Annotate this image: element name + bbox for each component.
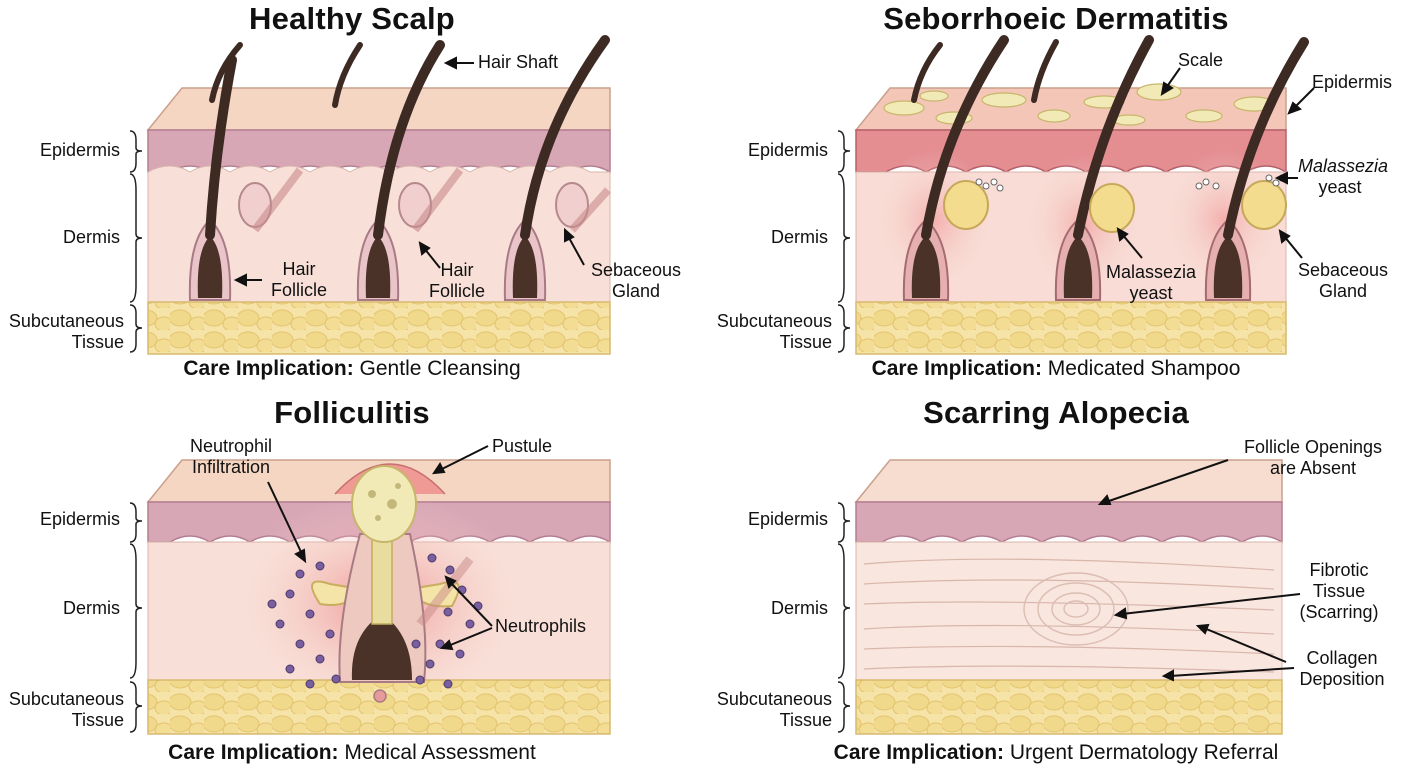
care-implication-text: Medicated Shampoo <box>1047 357 1241 380</box>
layer-label-subcutaneous-line1: Subcutaneous <box>716 689 832 709</box>
layer-label-subcutaneous: Subcutaneous Tissue <box>0 311 124 353</box>
label-sebaceous-gland-line2: Gland <box>611 281 661 301</box>
layer-label-dermis: Dermis <box>771 598 828 618</box>
care-implication: Care Implication: Gentle Cleansing <box>0 356 704 382</box>
label-malassezia-right-line1: Malassezia <box>1298 156 1389 176</box>
label-neutrophil-infiltration: Neutrophil Infiltration <box>176 436 286 478</box>
panel-title: Healthy Scalp <box>249 1 455 36</box>
layer-label-subcutaneous-line2: Tissue <box>71 710 124 730</box>
care-implication: Care Implication: Urgent Dermatology Ref… <box>704 740 1408 766</box>
folliculitis-illustration <box>129 445 611 735</box>
label-fibrotic-tissue-line2: Tissue <box>1312 581 1366 601</box>
layer-label-epidermis: Epidermis <box>747 509 828 529</box>
label-sebaceous-gland-line1: Sebaceous <box>590 260 682 280</box>
label-collagen-deposition: Collagen Deposition <box>1292 648 1392 690</box>
label-neutrophils: Neutrophils <box>495 616 587 636</box>
label-malassezia-mid: Malassezia yeast <box>1106 262 1196 304</box>
label-hair-shaft: Hair Shaft <box>478 52 559 72</box>
care-implication-text: Gentle Cleansing <box>359 357 521 380</box>
label-hair-follicle-2-line2: Follicle <box>428 281 485 301</box>
label-fibrotic-tissue-line3: (Scarring) <box>1299 602 1379 622</box>
follicle-1 <box>188 55 304 301</box>
label-malassezia-mid-line1: Malassezia <box>1106 262 1197 282</box>
label-scale: Scale <box>1178 50 1224 70</box>
label-follicle-openings-absent: Follicle Openings are Absent <box>1230 437 1396 479</box>
follicle-3 <box>503 35 611 301</box>
label-fibrotic-tissue-line1: Fibrotic <box>1309 560 1369 580</box>
layer-label-epidermis: Epidermis <box>39 509 120 529</box>
label-collagen-deposition-line1: Collagen <box>1306 648 1378 668</box>
label-hair-follicle-1: Hair Follicle <box>264 259 334 301</box>
layer-label-dermis: Dermis <box>771 227 828 247</box>
layer-label-subcutaneous: Subcutaneous Tissue <box>708 689 832 731</box>
follicle-2 <box>356 40 464 301</box>
layer-label-subcutaneous-line2: Tissue <box>71 332 124 352</box>
layer-label-epidermis: Epidermis <box>747 140 828 160</box>
layer-label-subcutaneous: Subcutaneous Tissue <box>0 689 124 731</box>
care-implication: Care Implication: Medical Assessment <box>0 740 704 766</box>
care-implication-prefix: Care Implication: <box>168 741 339 764</box>
label-neutrophil-infiltration-line2: Infiltration <box>191 457 271 477</box>
label-follicle-openings-line1: Follicle Openings <box>1243 437 1383 457</box>
panel-scarring-alopecia: Scarring Alopecia Epidermis Dermis Subcu… <box>704 384 1408 768</box>
label-sebaceous-gland-line2: Gland <box>1318 281 1368 301</box>
care-implication: Care Implication: Medicated Shampoo <box>704 356 1408 382</box>
panel-title: Scarring Alopecia <box>923 395 1189 430</box>
label-hair-follicle-2: Hair Follicle <box>422 260 492 302</box>
layer-label-subcutaneous-line2: Tissue <box>779 710 832 730</box>
label-hair-follicle-1-line2: Follicle <box>270 280 327 300</box>
label-malassezia-right-line2: yeast <box>1318 177 1362 197</box>
layer-label-subcutaneous-line2: Tissue <box>779 332 832 352</box>
label-hair-follicle-1-line1: Hair <box>282 259 316 279</box>
label-collagen-deposition-line2: Deposition <box>1299 669 1385 689</box>
label-sebaceous-gland-line1: Sebaceous <box>1297 260 1389 280</box>
panel-healthy-scalp: Healthy Scalp Epidermis Dermis Subcutane… <box>0 0 704 384</box>
care-implication-text: Urgent Dermatology Referral <box>1009 741 1279 764</box>
care-implication-prefix: Care Implication: <box>871 357 1042 380</box>
label-malassezia-mid-line2: yeast <box>1129 283 1173 303</box>
label-pustule: Pustule <box>492 436 553 456</box>
panel-seborrhoeic-dermatitis: Seborrhoeic Dermatitis Epidermis Dermis … <box>704 0 1408 384</box>
label-hair-follicle-2-line1: Hair <box>440 260 474 280</box>
seborrhoeic-illustration <box>837 35 1315 355</box>
panel-title: Folliculitis <box>274 395 430 430</box>
panel-folliculitis: Folliculitis Epidermis Dermis Subcutaneo… <box>0 384 704 768</box>
label-follicle-openings-line2: are Absent <box>1269 458 1357 478</box>
label-malassezia-right: Malassezia yeast <box>1298 156 1389 198</box>
panel-title: Seborrhoeic Dermatitis <box>883 1 1229 36</box>
label-neutrophil-infiltration-line1: Neutrophil <box>189 436 273 456</box>
scarring-alopecia-illustration <box>837 459 1301 735</box>
label-sebaceous-gland: Sebaceous Gland <box>1296 260 1390 302</box>
label-sebaceous-gland: Sebaceous Gland <box>582 260 690 302</box>
layer-label-subcutaneous: Subcutaneous Tissue <box>708 311 832 353</box>
layer-label-subcutaneous-line1: Subcutaneous <box>716 311 832 331</box>
care-implication-prefix: Care Implication: <box>833 741 1005 764</box>
layer-label-dermis: Dermis <box>63 598 120 618</box>
label-fibrotic-tissue: Fibrotic Tissue (Scarring) <box>1296 560 1382 623</box>
layer-label-dermis: Dermis <box>63 227 120 247</box>
care-implication-prefix: Care Implication: <box>183 357 354 380</box>
healthy-scalp-illustration <box>129 35 611 355</box>
care-implication-text: Medical Assessment <box>344 741 536 764</box>
layer-label-subcutaneous-line1: Subcutaneous <box>8 689 124 709</box>
label-epidermis-callout: Epidermis <box>1312 72 1393 92</box>
layer-label-subcutaneous-line1: Subcutaneous <box>8 311 124 331</box>
layer-label-epidermis: Epidermis <box>39 140 120 160</box>
